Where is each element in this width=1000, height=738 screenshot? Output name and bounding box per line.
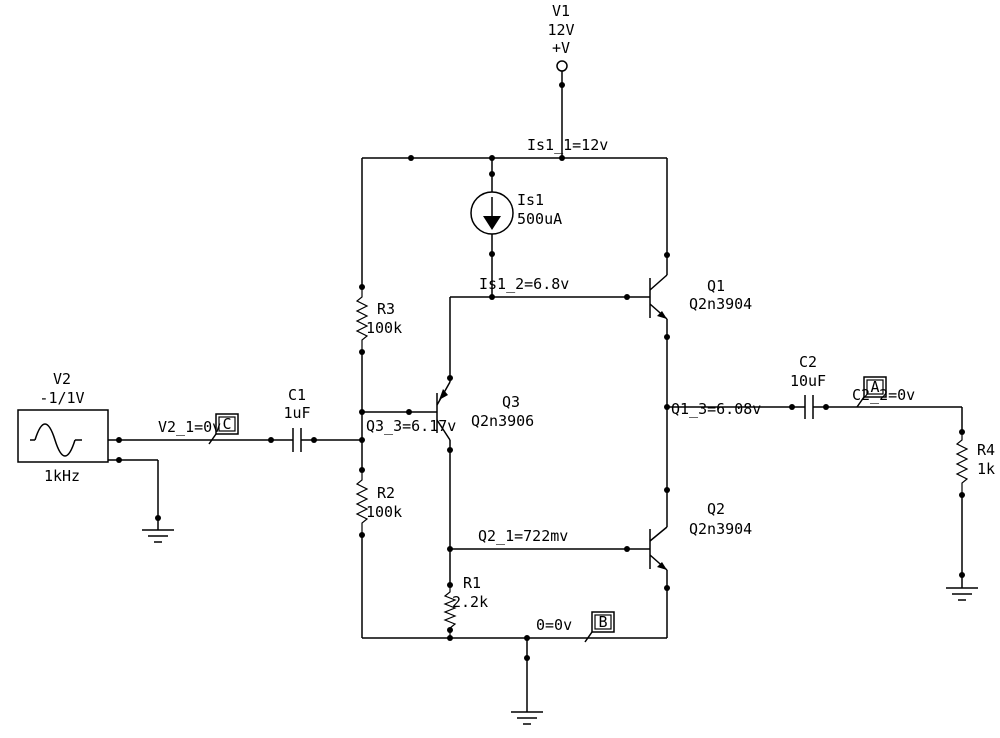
is1-name: Is1	[517, 191, 544, 209]
is1-arrow-icon	[483, 216, 501, 230]
r1-zigzag-icon	[443, 585, 457, 638]
node-label-q3-3: Q3_3=6.17v	[366, 417, 456, 435]
q3-collector-lead	[436, 419, 451, 441]
r3-resistor[interactable]: R3 100k	[355, 287, 402, 352]
ground-symbol-v2	[142, 529, 174, 543]
probe-a-lead	[856, 396, 865, 408]
c2-capacitor[interactable]: C2 10uF	[790, 353, 826, 419]
r2-value: 100k	[366, 503, 402, 521]
probe-c-box	[215, 413, 239, 435]
probe-b[interactable]: B	[584, 611, 615, 643]
node-label-is1-1: Is1_1=12v	[527, 136, 608, 154]
q2-collector-lead	[649, 526, 668, 542]
probe-c[interactable]: C	[208, 413, 239, 445]
q1-collector-lead	[649, 274, 668, 291]
node-label-is1-2: Is1_2=6.8v	[479, 275, 569, 293]
probe-b-box	[591, 611, 615, 633]
r2-zigzag-icon	[355, 470, 369, 535]
probe-a-label: A	[870, 378, 879, 396]
q2-model: Q2n3904	[689, 520, 752, 538]
q1-emitter-arrow-icon	[657, 311, 667, 319]
v1-terminal-icon	[556, 60, 568, 72]
r2-resistor[interactable]: R2 100k	[355, 470, 402, 535]
probe-c-label: C	[222, 415, 231, 433]
r3-zigzag-icon	[355, 287, 369, 352]
v2-ac-source[interactable]: V2 -1/1V 1kHz	[17, 370, 109, 485]
r2-name: R2	[377, 484, 395, 502]
node-label-v2-1: V2_1=0v	[158, 418, 221, 436]
v2-value: -1/1V	[39, 389, 84, 407]
r1-name: R1	[463, 574, 481, 592]
q3-model: Q2n3906	[471, 412, 534, 430]
probe-c-lead	[208, 433, 217, 445]
junction-dots	[116, 82, 965, 661]
v2-freq: 1kHz	[44, 467, 80, 485]
r4-zigzag-icon	[955, 432, 969, 495]
v1-symbol: +V	[552, 39, 570, 57]
v1-name: V1	[552, 2, 570, 20]
q3-transistor[interactable]: Q3 Q2n3906	[436, 381, 534, 441]
q2-transistor[interactable]: Q2 Q2n3904	[649, 500, 752, 571]
r1-resistor[interactable]: R1 2.2k	[443, 574, 488, 638]
q3-name: Q3	[502, 393, 520, 411]
q1-model: Q2n3904	[689, 295, 752, 313]
sine-wave-icon	[34, 423, 76, 457]
r4-name: R4	[977, 441, 995, 459]
c2-value: 10uF	[790, 372, 826, 390]
probe-b-label: B	[598, 613, 607, 631]
r4-resistor[interactable]: R4 1k	[955, 432, 995, 495]
q1-transistor[interactable]: Q1 Q2n3904	[649, 274, 752, 320]
r3-value: 100k	[366, 319, 402, 337]
r3-name: R3	[377, 300, 395, 318]
r1-value: 2.2k	[452, 593, 488, 611]
c1-value: 1uF	[283, 404, 310, 422]
r4-value: 1k	[977, 460, 995, 478]
v2-name: V2	[53, 370, 71, 388]
c2-name: C2	[799, 353, 817, 371]
v1-value: 12V	[547, 21, 574, 39]
node-label-gnd: 0=0v	[536, 616, 572, 634]
ground-symbol-r4	[946, 587, 978, 601]
probe-b-lead	[584, 631, 593, 643]
c1-name: C1	[288, 386, 306, 404]
node-label-q1-3: Q1_3=6.08v	[671, 400, 761, 418]
q2-name: Q2	[707, 500, 725, 518]
probe-a-box	[863, 376, 887, 398]
v1-supply[interactable]: V1 12V +V	[547, 2, 575, 72]
v2-box	[17, 409, 109, 463]
is1-current-source[interactable]: Is1 500uA	[470, 191, 562, 235]
node-label-q2-1: Q2_1=722mv	[478, 527, 568, 545]
c1-capacitor[interactable]: C1 1uF	[283, 386, 311, 452]
is1-value: 500uA	[517, 210, 562, 228]
node-label-c2-2: C2_2=0v	[852, 386, 915, 404]
q3-emitter-arrow-icon	[439, 389, 448, 400]
q1-name: Q1	[707, 277, 725, 295]
ground-symbol-main	[511, 711, 543, 725]
q2-emitter-arrow-icon	[657, 562, 667, 570]
probe-a[interactable]: A	[856, 376, 887, 408]
